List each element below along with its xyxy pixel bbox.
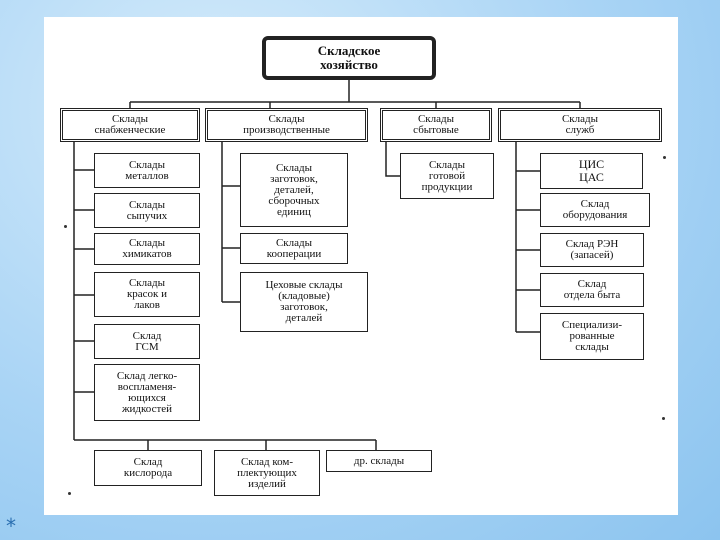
supply-flammables: Склад легко- воспламеня- ющихся жидкосте… (94, 364, 200, 421)
services-ren: Склад РЭН (запасей) (540, 233, 644, 267)
scan-speck (64, 225, 67, 228)
scan-speck (663, 156, 666, 159)
category-services: Склады служб (498, 108, 662, 142)
scan-speck (662, 417, 665, 420)
supply-chemicals: Склады химикатов (94, 233, 200, 265)
services-specialized: Специализи- рованные склады (540, 313, 644, 360)
supply-fuel: Склад ГСМ (94, 324, 200, 359)
category-sales: Склады сбытовые (380, 108, 492, 142)
supply-components: Склад ком- плектующих изделий (214, 450, 320, 496)
supply-metals: Склады металлов (94, 153, 200, 188)
services-equipment: Склад оборудования (540, 193, 650, 227)
services-household: Склад отдела быта (540, 273, 644, 307)
supply-oxygen: Склад кислорода (94, 450, 202, 486)
services-cis-cas: ЦИС ЦАС (540, 153, 643, 189)
supply-other: др. склады (326, 450, 432, 472)
category-supply: Склады снабженческие (60, 108, 200, 142)
supply-paints: Склады красок и лаков (94, 272, 200, 317)
sales-finished-goods: Склады готовой продукции (400, 153, 494, 199)
production-shop: Цеховые склады (кладовые) заготовок, дет… (240, 272, 368, 332)
root-box: Складское хозяйство (262, 36, 436, 80)
supply-bulk: Склады сыпучих (94, 193, 200, 228)
scan-speck (68, 492, 71, 495)
production-blanks: Склады заготовок, деталей, сборочных еди… (240, 153, 348, 227)
production-cooperation: Склады кооперации (240, 233, 348, 264)
category-production: Склады производственные (205, 108, 368, 142)
connector (385, 142, 400, 177)
asterisk-icon: * (6, 514, 16, 538)
